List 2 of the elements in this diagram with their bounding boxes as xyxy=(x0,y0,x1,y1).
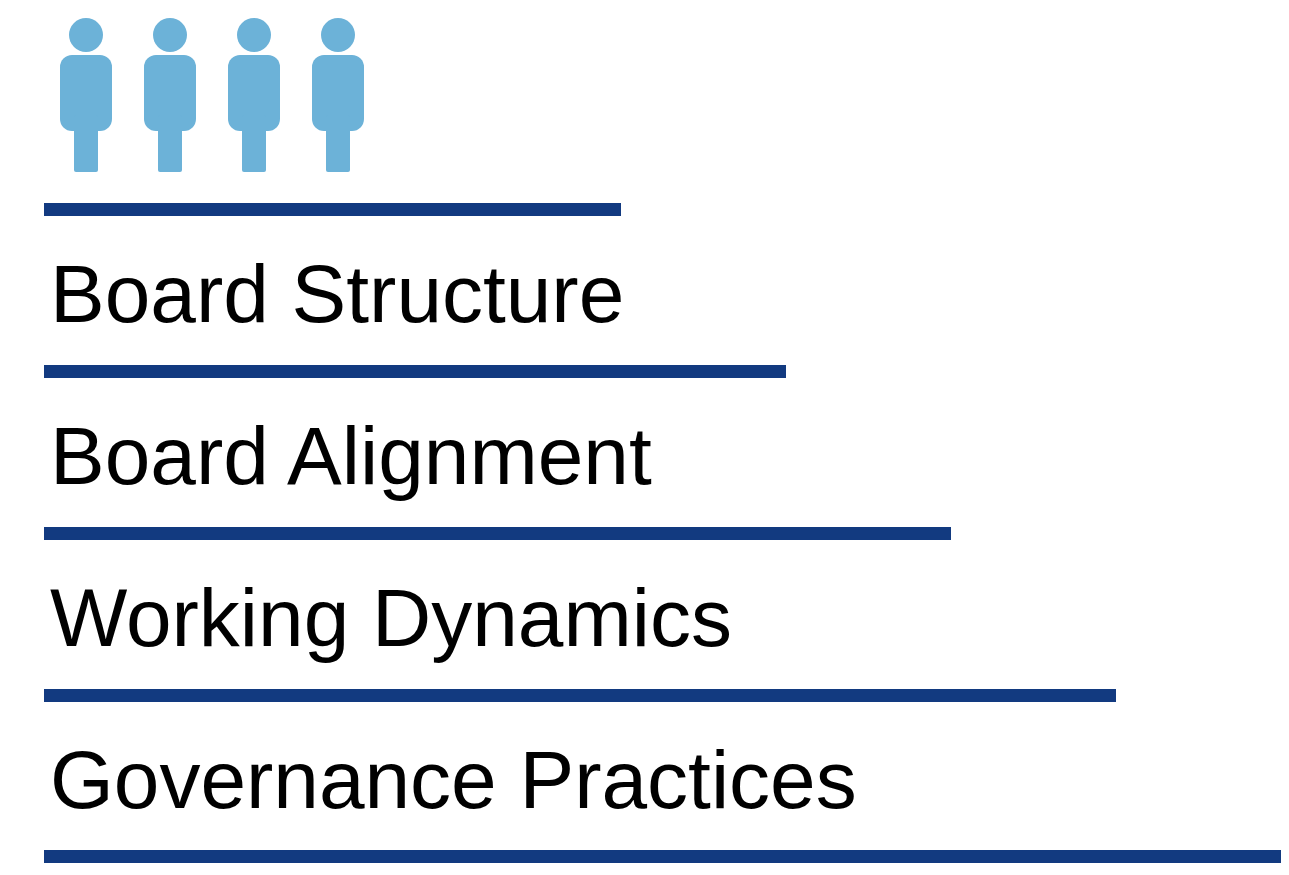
step-label: Board Structure xyxy=(50,253,625,335)
step-label: Governance Practices xyxy=(50,739,857,821)
